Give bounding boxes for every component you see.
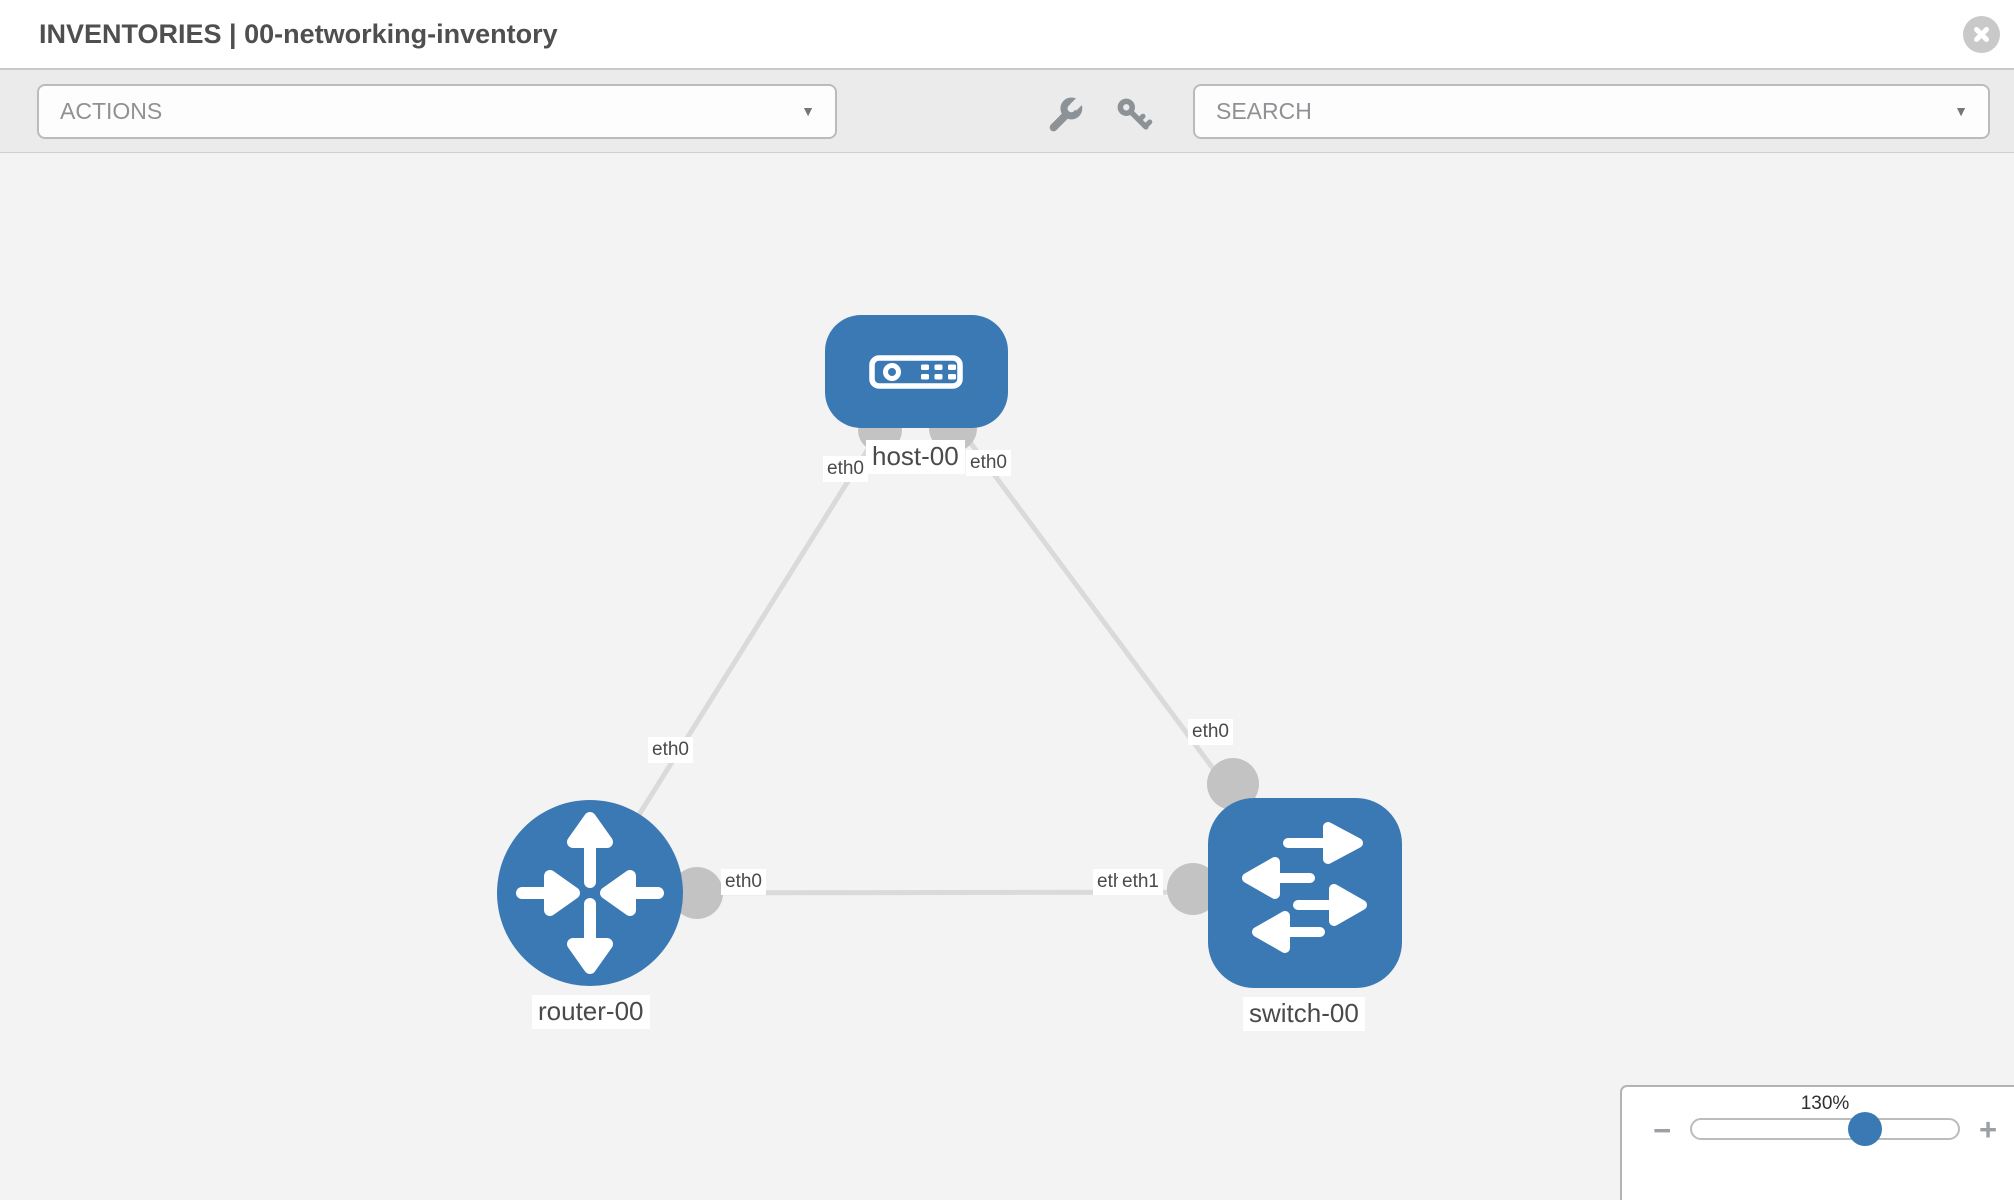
chevron-down-icon: ▼	[801, 103, 815, 119]
chevron-down-icon: ▼	[1954, 103, 1968, 119]
page-title: INVENTORIES | 00-networking-inventory	[39, 19, 558, 49]
zoom-slider-knob[interactable]	[1848, 1112, 1882, 1146]
topology-layer	[587, 369, 1308, 919]
zoom-panel: 130% − +	[1620, 1085, 2014, 1200]
interface-label: eth0	[648, 737, 693, 763]
interface-dot	[1207, 758, 1259, 810]
zoom-slider[interactable]	[1690, 1118, 1960, 1140]
node-switch-00[interactable]	[1208, 798, 1402, 988]
router-icon	[516, 812, 664, 974]
host-icon	[869, 355, 963, 389]
node-host-00[interactable]	[825, 315, 1008, 428]
zoom-out-button[interactable]: −	[1652, 1113, 1672, 1148]
wrench-icon	[1049, 93, 1088, 132]
node-label-router: router-00	[532, 995, 650, 1029]
search-dropdown[interactable]: SEARCH ▼	[1193, 84, 1990, 139]
actions-dropdown[interactable]: ACTIONS ▼	[37, 84, 837, 139]
node-label-host: host-00	[866, 440, 965, 474]
interface-label: eth0	[721, 869, 766, 895]
search-dropdown-label: SEARCH	[1216, 98, 1312, 124]
actions-dropdown-label: ACTIONS	[60, 98, 163, 124]
interface-dot	[1167, 863, 1219, 915]
close-button[interactable]	[1963, 16, 2000, 53]
interface-label: eth1	[1118, 869, 1163, 895]
interface-label: eth0	[823, 456, 868, 482]
key-icon	[1117, 98, 1153, 130]
window-header: INVENTORIES | 00-networking-inventory	[0, 0, 2014, 70]
credentials-button[interactable]	[1115, 96, 1153, 134]
node-router-00[interactable]	[497, 800, 683, 986]
zoom-in-button[interactable]: +	[1978, 1112, 1998, 1147]
node-label-switch: switch-00	[1243, 997, 1365, 1031]
zoom-level-label: 130%	[1800, 1093, 1850, 1114]
interface-label: eth0	[1188, 719, 1233, 745]
configure-button[interactable]	[1047, 93, 1088, 134]
network-canvas[interactable]: host-00 router-00 switch-00 eth0 eth0 et…	[0, 153, 2014, 1200]
interface-dot	[671, 867, 723, 919]
switch-icon	[1242, 822, 1367, 953]
toolbar: ACTIONS ▼ SEARCH ▼	[0, 70, 2014, 153]
interface-label: eth0	[966, 450, 1011, 476]
